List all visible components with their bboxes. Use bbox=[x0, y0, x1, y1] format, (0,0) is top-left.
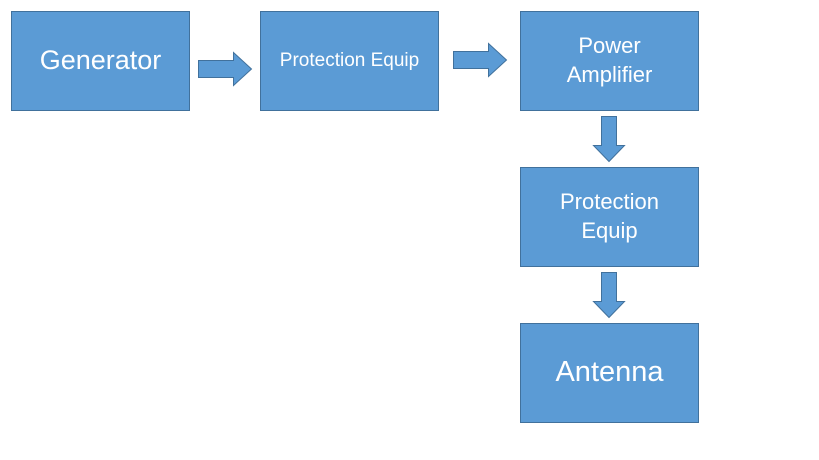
generator-label: Generator bbox=[39, 45, 162, 76]
generator-box: Generator bbox=[11, 11, 190, 111]
arrow-right-icon bbox=[453, 42, 508, 78]
power-amplifier-box: Power Amplifier bbox=[520, 11, 699, 111]
power-amplifier-label: Power Amplifier bbox=[566, 33, 653, 87]
protection-equip-box: Protection Equip bbox=[260, 11, 439, 111]
arrow-down-icon bbox=[592, 272, 626, 319]
arrow-down-icon bbox=[592, 116, 626, 163]
protection-equip-box-2: Protection Equip bbox=[520, 167, 699, 267]
protection-equip-label-2: Protection Equip bbox=[559, 189, 660, 243]
antenna-label: Antenna bbox=[555, 356, 664, 389]
arrow-right-icon bbox=[198, 51, 253, 87]
protection-equip-label: Protection Equip bbox=[279, 49, 420, 71]
antenna-box: Antenna bbox=[520, 323, 699, 423]
